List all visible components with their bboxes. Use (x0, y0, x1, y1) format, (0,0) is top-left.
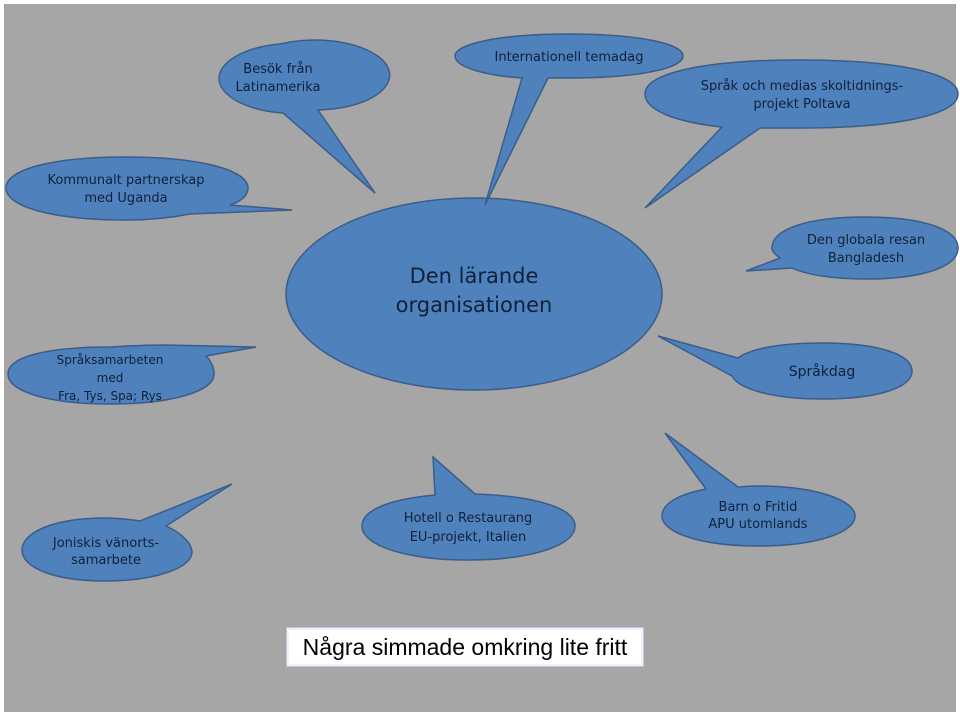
sprakdag-line1: Språkdag (789, 363, 856, 380)
center-label-line2: organisationen (396, 293, 553, 317)
bangladesh-line1: Den globala resan (807, 233, 925, 248)
hotell-line1: Hotell o Restaurang (404, 511, 533, 526)
poltava-line1: Språk och medias skoltidnings- (701, 79, 904, 94)
latinamerika-line1: Besök från (243, 62, 312, 77)
center-node: Den lärande organisationen (285, 197, 663, 391)
bubble-latinamerika: Besök från Latinamerika (218, 39, 391, 194)
bangladesh-line2: Bangladesh (828, 251, 904, 266)
barn-fritid-line1: Barn o Fritid (719, 500, 798, 515)
hotell-line2: EU-projekt, Italien (410, 530, 527, 545)
bubble-sprakdag: Språkdag (657, 335, 913, 400)
center-label-line1: Den lärande (410, 264, 539, 288)
bubble-poltava: Språk och medias skoltidnings- projekt P… (644, 59, 959, 209)
bubble-sprak-samarbeten: Språksamarbeten med Fra, Tys, Spa; Rys (7, 344, 257, 405)
temadag-line1: Internationell temadag (495, 50, 644, 65)
sprak-samarbeten-line3: Fra, Tys, Spa; Rys (58, 389, 162, 403)
bubble-barn-fritid: Barn o Fritid APU utomlands (661, 432, 856, 547)
bubble-uganda: Kommunalt partnerskap med Uganda (5, 156, 293, 221)
latinamerika-line2: Latinamerika (235, 80, 320, 95)
sprak-samarbeten-line1: Språksamarbeten (57, 353, 164, 367)
caption-box: Några simmade omkring lite fritt (286, 627, 644, 667)
joniskis-line1: Joniskis vänorts- (52, 536, 160, 551)
uganda-line2: med Uganda (84, 191, 167, 206)
joniskis-line2: samarbete (71, 553, 141, 568)
bubble-bangladesh: Den globala resan Bangladesh (745, 216, 959, 280)
bubble-joniskis: Joniskis vänorts- samarbete (21, 483, 233, 582)
sprak-samarbeten-line2: med (97, 371, 124, 385)
uganda-line1: Kommunalt partnerskap (48, 173, 205, 188)
bubble-temadag: Internationell temadag (454, 33, 684, 206)
barn-fritid-line2: APU utomlands (708, 517, 807, 532)
caption-text: Några simmade omkring lite fritt (302, 633, 628, 660)
poltava-line2: projekt Poltava (753, 97, 850, 112)
bubble-hotell: Hotell o Restaurang EU-projekt, Italien (361, 455, 576, 561)
